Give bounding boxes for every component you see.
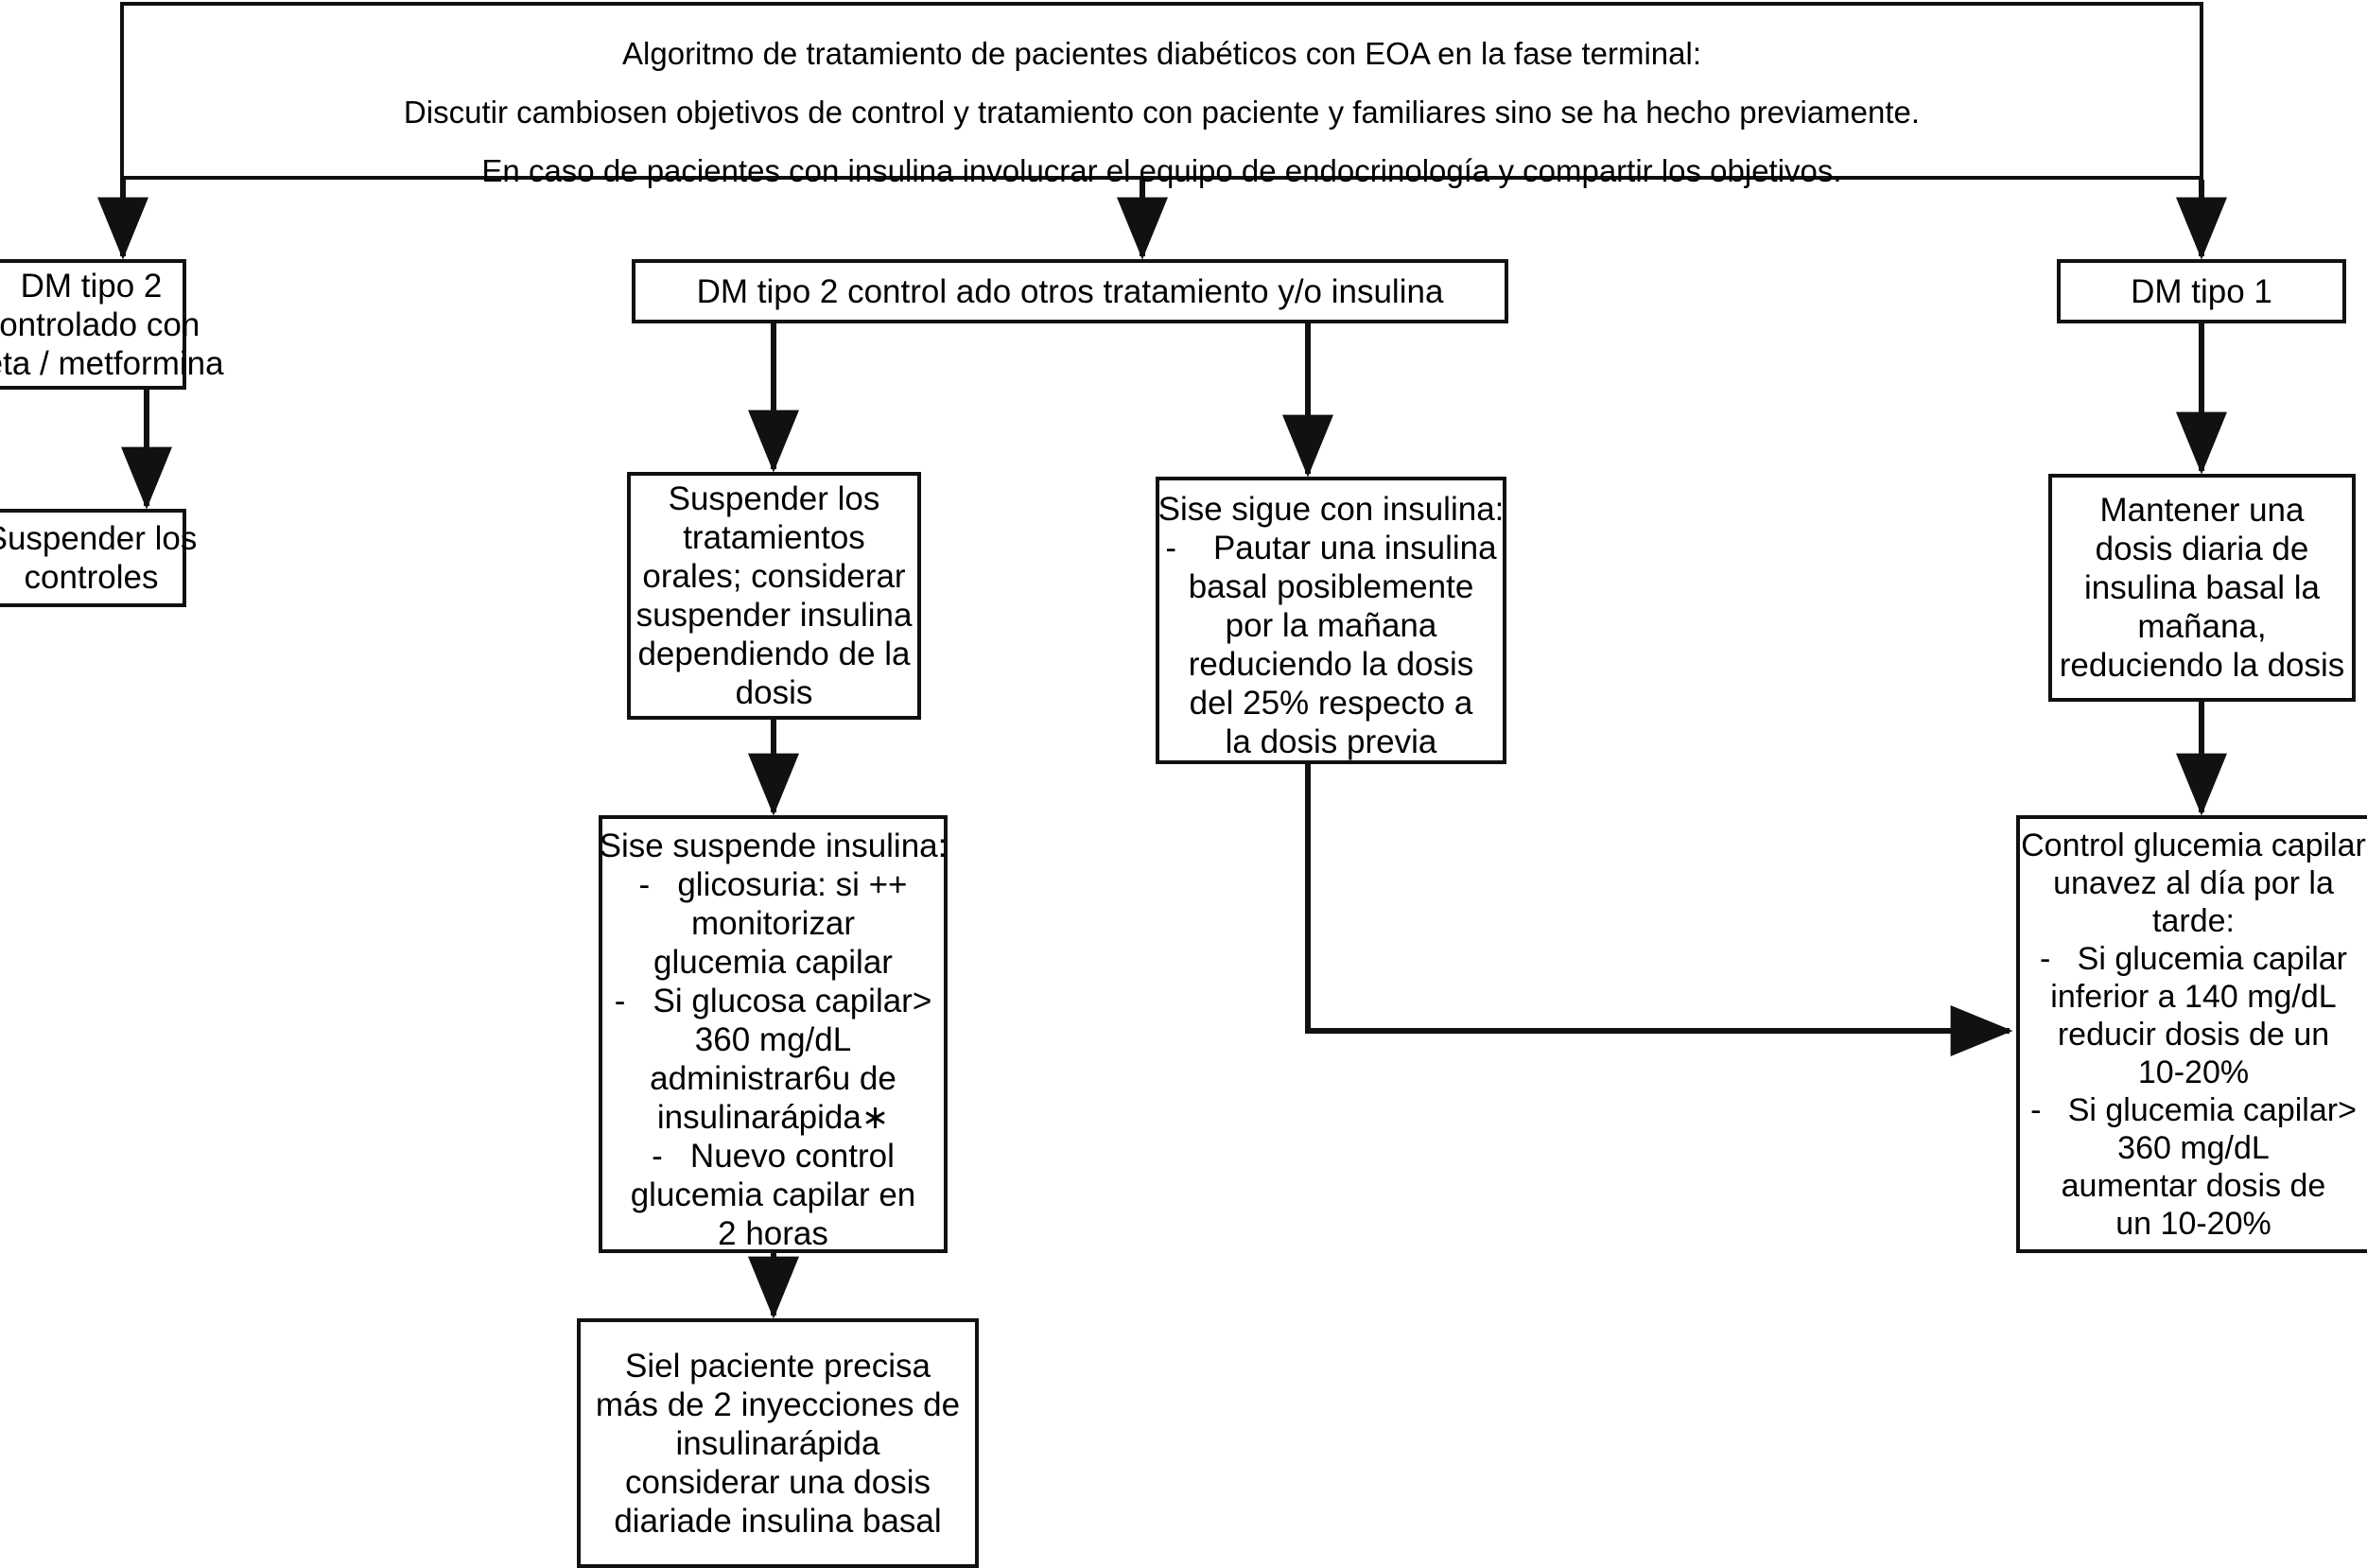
suspende-insulina-line-4: glucemia capilar	[653, 944, 893, 981]
control-glucemia-line-5: inferior a 140 mg/dL	[2050, 979, 2337, 1015]
control-glucemia-capilar-tarde: Control glucemia capilar unavez al día p…	[2016, 815, 2367, 1253]
algorithm-title-box: Algoritmo de tratamiento de pacientes di…	[120, 2, 2203, 188]
suspender-orales-line-3: orales; considerar	[642, 558, 906, 595]
suspende-insulina-line-3: monitorizar	[690, 905, 856, 942]
algorithm-title-line-1: Algoritmo de tratamiento de pacientes di…	[622, 36, 1701, 71]
algorithm-title-line-2: Discutir cambiosen objetivos de control …	[403, 95, 1921, 130]
dm-tipo-2-otros-tratamientos: DM tipo 2 control ado otros tratamiento …	[632, 259, 1508, 323]
inyecciones-line-5: diariade insulina basal	[614, 1502, 942, 1540]
sigue-insulina-line-5: reduciendo la dosis	[1188, 646, 1474, 683]
inyecciones-line-2: más de 2 inyecciones de	[595, 1385, 961, 1423]
suspender-tratamientos-orales: Suspender los tratamientos orales; consi…	[627, 472, 921, 720]
si-se-suspende-insulina: Sise suspende insulina: - glicosuria: si…	[599, 815, 948, 1253]
connector-sigue-insulina-to-control-glucemia	[1305, 764, 2013, 1056]
sigue-insulina-line-6: del 25% respecto a	[1189, 685, 1473, 722]
suspende-insulina-line-7: administrar6u de	[650, 1060, 896, 1097]
control-glucemia-line-11: un 10-20%	[2115, 1206, 2271, 1242]
sigue-insulina-line-2: - Pautar una insulina	[1165, 530, 1497, 566]
inyecciones-line-1: Siel paciente precisa	[625, 1347, 931, 1385]
control-glucemia-line-2: unavez al día por la	[2053, 865, 2334, 901]
sigue-insulina-line-1: Sise sigue con insulina:	[1157, 491, 1505, 528]
mantener-dosis-line-3: insulina basal la	[2083, 569, 2321, 606]
mantener-dosis-line-4: mañana,	[2137, 608, 2267, 645]
control-glucemia-line-10: aumentar dosis de	[2061, 1168, 2326, 1204]
dm-tipo-2-dieta-line-2: controlado con	[0, 305, 200, 343]
control-glucemia-line-9: 360 mg/dL	[2117, 1130, 2270, 1166]
dm-tipo-2-dieta-line-3: dieta / metformina	[0, 344, 224, 382]
suspender-orales-line-2: tratamientos	[683, 519, 865, 556]
control-glucemia-line-3: tarde:	[2152, 903, 2235, 939]
suspender-orales-line-1: Suspender los	[668, 480, 880, 517]
suspende-insulina-line-8: insulinarápida∗	[656, 1099, 890, 1136]
suspender-controles-line-1: Suspender los	[0, 520, 198, 557]
mantener-dosis-line-2: dosis diaria de	[2095, 531, 2309, 567]
dm-tipo-2-otros-label: DM tipo 2 control ado otros tratamiento …	[696, 272, 1444, 310]
mantener-dosis-line-5: reduciendo la dosis	[2059, 647, 2345, 684]
mantener-dosis-line-1: Mantener una	[2099, 492, 2305, 529]
suspende-insulina-line-9: - Nuevo control	[652, 1138, 895, 1175]
dm-tipo-1: DM tipo 1	[2057, 259, 2346, 323]
suspende-insulina-line-10: glucemia capilar en	[630, 1176, 916, 1213]
inyecciones-line-3: insulinarápida	[675, 1424, 880, 1462]
control-glucemia-line-4: - Si glucemia capilar	[2039, 941, 2347, 977]
sigue-insulina-line-4: por la mañana	[1225, 607, 1437, 644]
dm-tipo-2-dieta-line-1: DM tipo 2	[20, 267, 163, 305]
suspende-insulina-line-1: Sise suspende insulina:	[599, 828, 948, 864]
sigue-insulina-line-7: la dosis previa	[1225, 723, 1437, 760]
si-se-sigue-con-insulina: Sise sigue con insulina: - Pautar una in…	[1156, 477, 1506, 764]
suspender-controles-line-2: controles	[24, 559, 159, 596]
dm-tipo-2-dieta-metformina: DM tipo 2 controlado con dieta / metform…	[0, 259, 224, 390]
suspender-orales-line-6: dosis	[735, 674, 813, 711]
mas-de-2-inyecciones: Siel paciente precisa más de 2 inyeccion…	[577, 1318, 979, 1568]
suspende-insulina-line-11: 2 horas	[718, 1215, 828, 1252]
suspender-los-controles: Suspender los controles	[0, 509, 197, 607]
control-glucemia-line-7: 10-20%	[2137, 1054, 2250, 1090]
sigue-insulina-line-3: basal posiblemente	[1188, 568, 1474, 605]
suspender-orales-line-5: dependiendo de la	[637, 636, 911, 672]
control-glucemia-line-1: Control glucemia capilar	[2021, 828, 2366, 863]
suspende-insulina-line-6: 360 mg/dL	[694, 1021, 852, 1058]
control-glucemia-line-8: - Si glucemia capilar>	[2030, 1092, 2357, 1128]
control-glucemia-line-6: reducir dosis de un	[2057, 1017, 2330, 1053]
algorithm-title-line-3: En caso de pacientes con insulina involu…	[481, 153, 1842, 188]
inyecciones-line-4: considerar una dosis	[625, 1463, 931, 1501]
suspender-orales-line-4: suspender insulina	[635, 597, 913, 634]
suspende-insulina-line-5: - Si glucosa capilar>	[614, 983, 932, 1019]
suspende-insulina-line-2: - glicosuria: si ++	[638, 866, 908, 903]
dm-tipo-1-label: DM tipo 1	[2131, 272, 2272, 310]
mantener-dosis-diaria-basal: Mantener una dosis diaria de insulina ba…	[2048, 474, 2356, 702]
